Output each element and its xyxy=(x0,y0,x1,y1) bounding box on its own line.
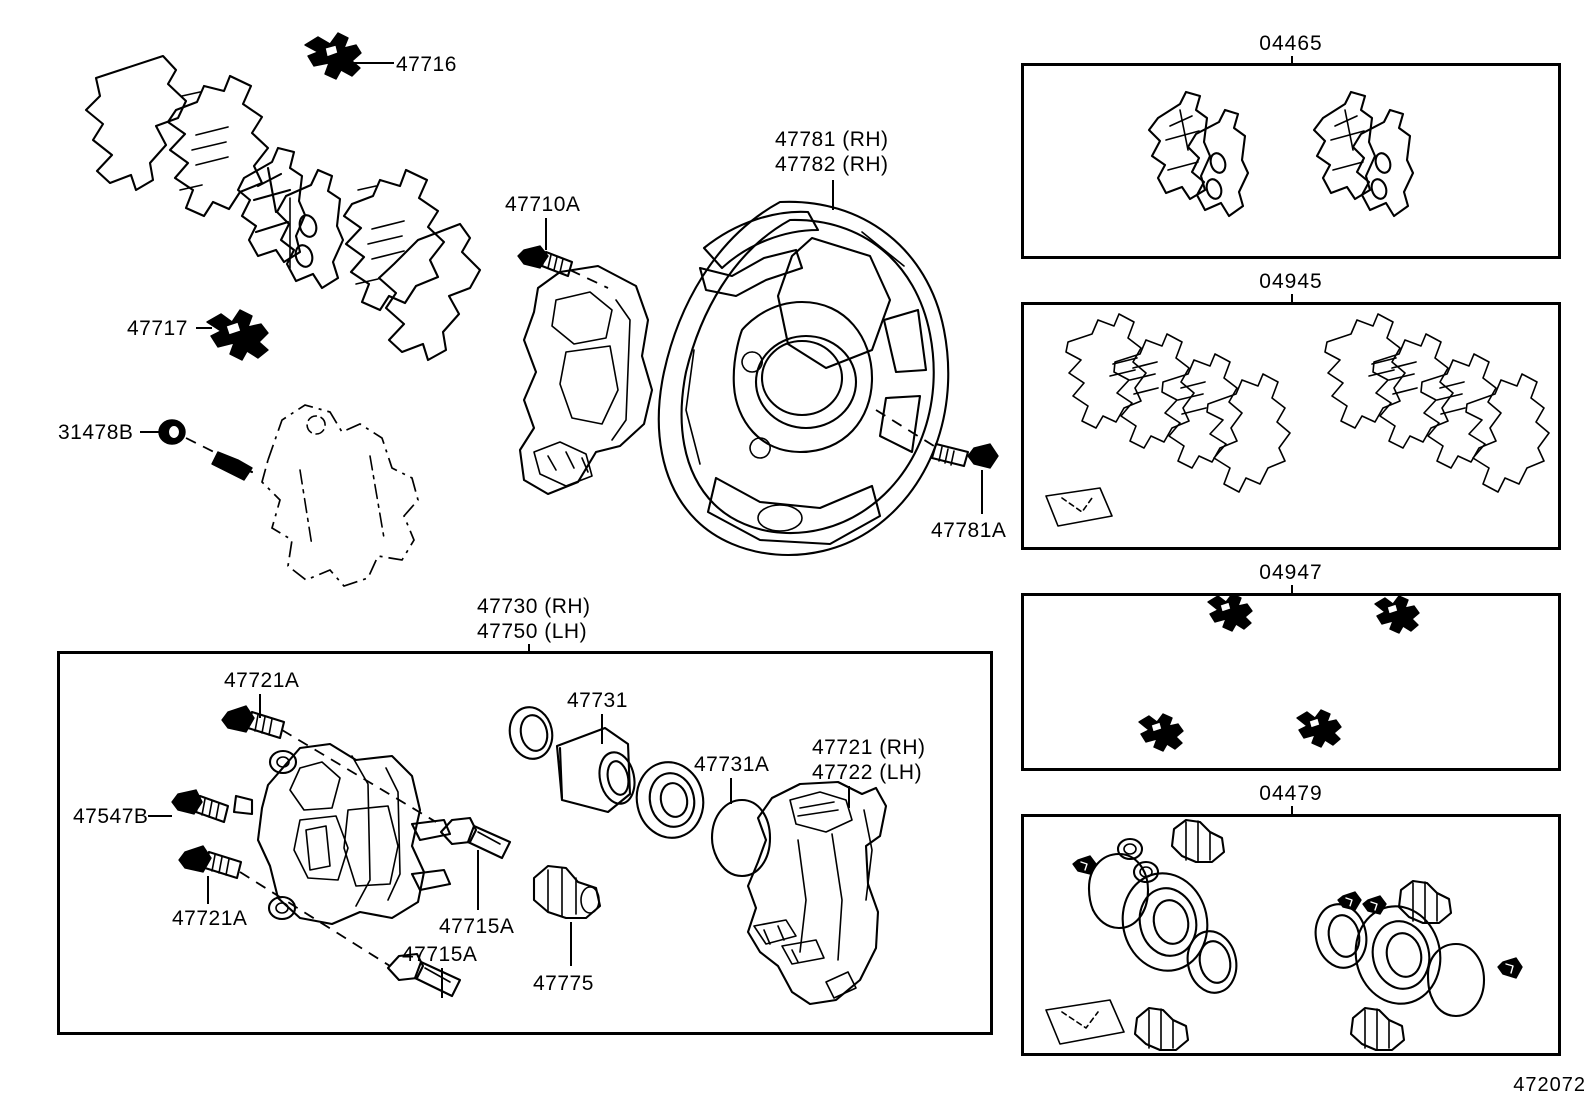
leader-47717 xyxy=(196,327,212,329)
shim-kit-set-right xyxy=(1324,313,1550,493)
seal-kit-left xyxy=(1045,818,1238,1052)
leader-47710a xyxy=(545,218,547,250)
leader-47781a xyxy=(981,470,983,514)
boot-47775-art xyxy=(532,864,602,920)
kit-leader-04947 xyxy=(1291,585,1293,594)
label-47722-lh: 47722 (LH) xyxy=(812,761,923,784)
label-47775: 47775 xyxy=(533,972,594,995)
label-47547b: 47547B xyxy=(73,805,149,828)
clip-kit-art xyxy=(1138,593,1420,752)
label-47721a-top: 47721A xyxy=(224,669,300,692)
kit-title-04465: 04465 xyxy=(1259,32,1323,55)
leader-47775 xyxy=(570,922,572,966)
kit-leader-04465 xyxy=(1291,56,1293,65)
shim-plate-third xyxy=(342,168,446,312)
clip-47716-art xyxy=(304,32,362,80)
label-47717: 47717 xyxy=(127,317,188,340)
label-47710a: 47710A xyxy=(505,193,581,216)
label-47721-rh: 47721 (RH) xyxy=(812,736,926,759)
label-47731a: 47731A xyxy=(694,753,770,776)
panel-header-47730: 47730 (RH) xyxy=(477,595,591,618)
leader-47721a-top xyxy=(259,694,261,718)
leader-caliper-panel xyxy=(528,644,530,653)
bolt-47721a-top-art xyxy=(221,705,437,823)
label-47781-rh: 47781 (RH) xyxy=(775,128,889,151)
slide-pin-right-art xyxy=(439,816,512,860)
kit-title-04945: 04945 xyxy=(1259,270,1323,293)
label-47716: 47716 xyxy=(396,53,457,76)
seal-47731a-art xyxy=(710,798,772,878)
leader-47715a-bottom xyxy=(441,968,443,998)
leader-47781 xyxy=(832,180,834,210)
seal-kit-right xyxy=(1314,879,1523,1052)
kit-panel-04945 xyxy=(1021,302,1561,550)
shim-plate-inner xyxy=(166,74,270,218)
caliper-housing-art xyxy=(232,742,452,926)
kit-title-04479: 04479 xyxy=(1259,782,1323,805)
mounting-bracket-art xyxy=(746,780,888,1006)
leader-47715a-right xyxy=(477,850,479,910)
caliper-panel-box xyxy=(57,651,993,1035)
bolt-47781a-art xyxy=(875,409,999,469)
clip-47717-art xyxy=(206,309,269,361)
diagram-id: 472072 xyxy=(1513,1074,1586,1096)
backing-plate-art xyxy=(657,200,950,556)
steering-knuckle-detail xyxy=(299,415,385,547)
kit-title-04947: 04947 xyxy=(1259,561,1323,584)
bleeder-47547b-art xyxy=(171,789,230,824)
kit-panel-04947 xyxy=(1021,593,1561,771)
leader-47716 xyxy=(354,62,394,64)
bolt-47710a-art xyxy=(517,245,609,289)
pad-kit-set-left xyxy=(1147,90,1250,218)
piston-art xyxy=(555,726,636,814)
shim-kit-set-left xyxy=(1045,313,1291,527)
leader-47731a xyxy=(730,778,732,804)
panel-header-47750: 47750 (LH) xyxy=(477,620,588,643)
bolt-47721a-bottom-art xyxy=(178,845,391,967)
label-47715a-right: 47715A xyxy=(439,915,515,938)
brake-pad-front xyxy=(236,146,307,264)
label-47781a: 47781A xyxy=(931,519,1007,542)
leader-47547b xyxy=(148,815,172,817)
leader-47721a-bottom xyxy=(207,876,209,904)
pad-kit-set-right xyxy=(1312,90,1415,218)
steering-knuckle-phantom xyxy=(261,404,419,587)
slide-pin-bottom-art xyxy=(386,952,462,998)
kit-panel-04465 xyxy=(1021,63,1561,259)
kit-leader-04945 xyxy=(1291,294,1293,303)
plug-31478b-art xyxy=(158,419,254,481)
brake-pad-backing xyxy=(275,168,345,290)
caliper-body-phantom xyxy=(518,264,654,496)
label-47721a-bottom: 47721A xyxy=(172,907,248,930)
label-47715a-bottom: 47715A xyxy=(402,943,478,966)
label-47782-rh: 47782 (RH) xyxy=(775,153,889,176)
label-31478b: 31478B xyxy=(58,421,134,444)
label-47731: 47731 xyxy=(567,689,628,712)
dust-seal-art xyxy=(635,761,705,839)
shim-plate-outer xyxy=(84,54,188,192)
leader-47731 xyxy=(601,714,603,744)
shim-plate-fourth xyxy=(377,222,482,362)
piston-ring-art xyxy=(508,706,554,760)
leader-47721-mount xyxy=(848,786,850,808)
leader-31478b xyxy=(140,431,162,433)
kit-leader-04479 xyxy=(1291,806,1293,815)
